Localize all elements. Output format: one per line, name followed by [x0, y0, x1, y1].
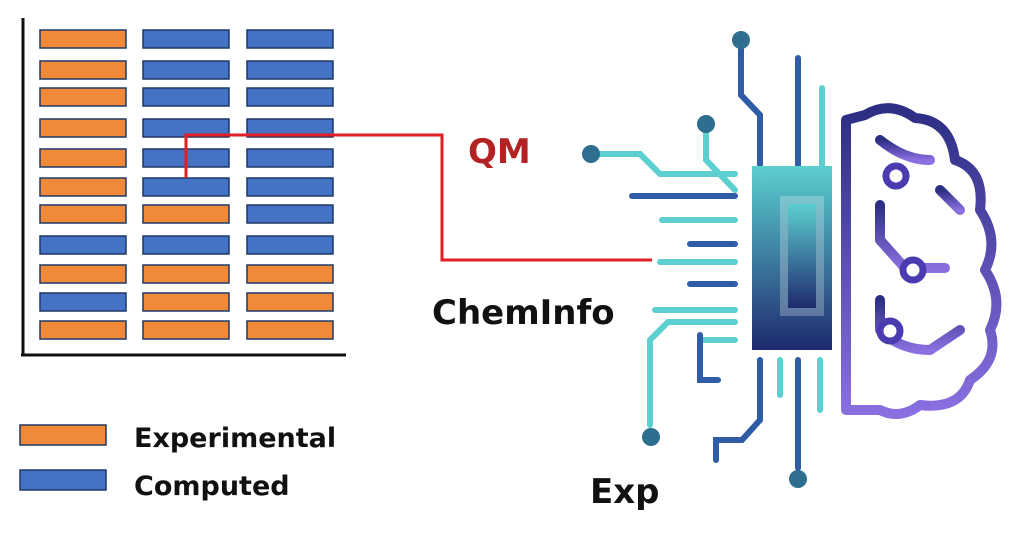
exp-label: Exp — [590, 472, 660, 512]
data-cell-experimental — [39, 60, 127, 80]
data-cell-experimental — [39, 264, 127, 284]
data-cell-experimental — [142, 264, 230, 284]
data-cell-computed — [246, 29, 334, 49]
data-cell-experimental — [142, 292, 230, 312]
data-cell-computed — [142, 177, 230, 197]
data-cell-computed — [142, 235, 230, 255]
data-cell-experimental — [39, 118, 127, 138]
data-cell-computed — [246, 118, 334, 138]
data-cell-experimental — [39, 87, 127, 107]
data-cell-experimental — [39, 177, 127, 197]
legend-swatch-experimental — [19, 424, 107, 446]
qm-label: QM — [468, 132, 531, 172]
data-cell-experimental — [39, 148, 127, 168]
data-cell-experimental — [142, 320, 230, 340]
data-cell-experimental — [142, 204, 230, 224]
data-cell-experimental — [39, 29, 127, 49]
table-axes — [21, 18, 346, 357]
qm-link-line — [184, 133, 652, 262]
data-cell-computed — [142, 60, 230, 80]
data-cell-experimental — [246, 292, 334, 312]
data-cell-experimental — [246, 320, 334, 340]
data-cell-experimental — [39, 320, 127, 340]
data-cell-computed — [246, 148, 334, 168]
data-cell-computed — [246, 87, 334, 107]
legend: Experimental Computed — [19, 423, 336, 502]
data-cell-computed — [246, 177, 334, 197]
legend-label-experimental: Experimental — [134, 423, 336, 454]
data-cell-computed — [39, 292, 127, 312]
data-cell-experimental — [246, 264, 334, 284]
ai-chip-brain-icon — [582, 31, 1002, 488]
data-cell-computed — [142, 87, 230, 107]
legend-label-computed: Computed — [134, 471, 290, 502]
data-cell-computed — [142, 29, 230, 49]
data-cell-computed — [246, 204, 334, 224]
data-cell-computed — [246, 60, 334, 80]
data-cell-grid — [39, 29, 334, 340]
legend-swatch-computed — [19, 469, 107, 491]
data-cell-computed — [246, 235, 334, 255]
data-cell-computed — [39, 235, 127, 255]
cheminfo-label: ChemInfo — [432, 293, 615, 333]
data-cell-experimental — [39, 204, 127, 224]
